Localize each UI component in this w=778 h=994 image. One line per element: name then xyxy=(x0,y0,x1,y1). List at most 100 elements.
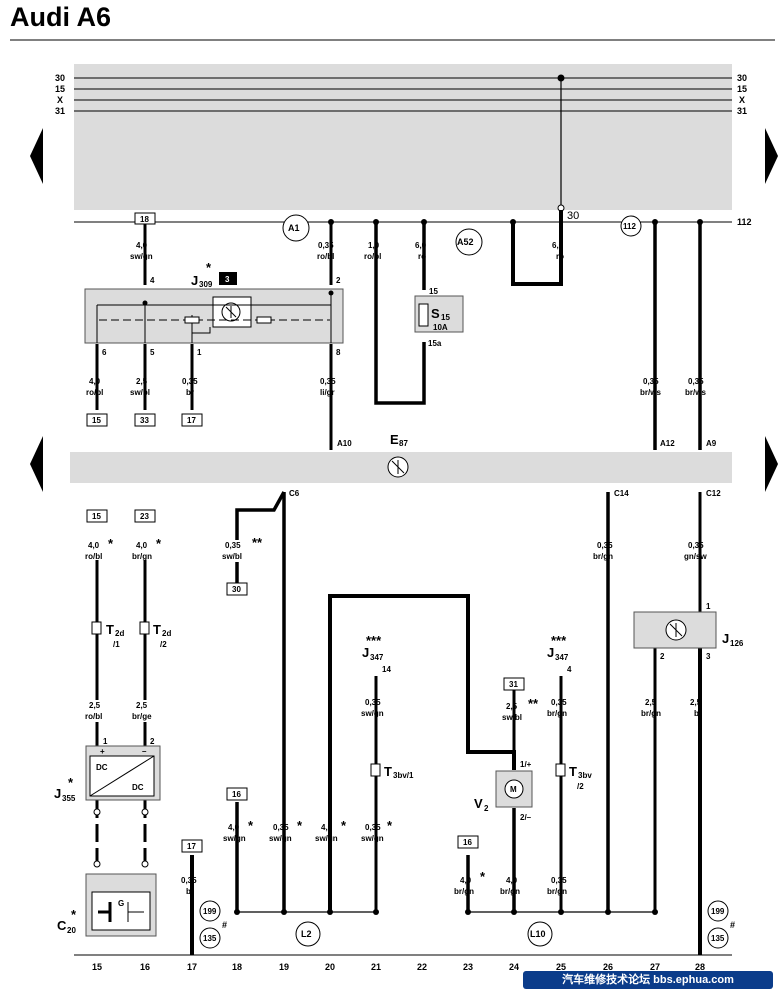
column-number: 25 xyxy=(556,962,566,972)
wire-color: li/gr xyxy=(320,388,335,397)
pin-number: 4 xyxy=(567,665,572,674)
column-number: 28 xyxy=(695,962,705,972)
ref-box xyxy=(86,413,108,427)
fuse-pin: 15a xyxy=(428,339,442,348)
wire-gauge: 0,35 xyxy=(320,377,336,386)
motor-m: M xyxy=(510,785,517,794)
connector-dot xyxy=(141,808,149,816)
wire-color: br/gn xyxy=(500,887,520,896)
relay-box xyxy=(219,272,237,285)
ref-box xyxy=(134,413,156,427)
circle-label: 135 xyxy=(203,934,217,943)
plus-sign: + xyxy=(100,747,105,756)
pin-number: 6 xyxy=(102,348,107,357)
wire-color: br xyxy=(186,887,194,896)
lower-dots xyxy=(234,909,658,915)
page-title: Audi A6 xyxy=(10,2,111,32)
relay-star: * xyxy=(206,260,212,275)
connector-label: C6 xyxy=(289,489,300,498)
connector-label: A10 xyxy=(337,439,352,448)
circle-135 xyxy=(707,927,729,949)
pin-number: 5 xyxy=(150,348,155,357)
wire-gauge: 6,0 xyxy=(552,241,564,250)
wire-gauge: 4,0 xyxy=(136,241,148,250)
wire-gauge: 0,35 xyxy=(365,823,381,832)
bus-label: X xyxy=(739,95,745,105)
wire-gauge: 4,0 xyxy=(321,823,333,832)
circle-135 xyxy=(199,927,221,949)
wire-gauge: 0,35 xyxy=(551,698,567,707)
pin-number: 1 xyxy=(197,348,202,357)
column-number: 27 xyxy=(650,962,660,972)
fuse-element xyxy=(418,303,429,327)
pin-number: 1/+ xyxy=(520,760,532,769)
connector-sub: 2d xyxy=(162,629,171,638)
arrow-left-icon[interactable] xyxy=(30,436,43,492)
wire-gauge: 4,0 xyxy=(88,541,100,550)
bus-label: 31 xyxy=(55,106,65,116)
wire-color: sw/gn xyxy=(269,834,292,843)
j347-sub: 347 xyxy=(555,653,569,662)
arrow-right-icon[interactable] xyxy=(765,128,778,184)
column-number: 18 xyxy=(232,962,242,972)
column-number: 16 xyxy=(140,962,150,972)
circle-l10 xyxy=(527,921,553,947)
ref-number: 23 xyxy=(140,512,149,521)
circle-label: L10 xyxy=(530,929,546,939)
wire-color: sw/gn xyxy=(223,834,246,843)
pin-number: 2 xyxy=(150,737,155,746)
fuse-name: S xyxy=(431,306,440,321)
ref-number: 17 xyxy=(187,842,196,851)
star-mark: * xyxy=(480,869,486,884)
wire-gauge: 2,5 xyxy=(690,698,702,707)
circle-label: A1 xyxy=(288,223,300,233)
relay-sub: 309 xyxy=(199,280,213,289)
column-number: 15 xyxy=(92,962,102,972)
star-mark: * xyxy=(68,775,74,790)
pin-number: 8 xyxy=(336,348,341,357)
bus-label: 30 xyxy=(737,73,747,83)
connector-dot xyxy=(93,808,101,816)
arrow-left-icon[interactable] xyxy=(30,128,43,184)
wire-color: br/ws xyxy=(640,388,661,397)
star-mark: * xyxy=(341,818,347,833)
label-112: 112 xyxy=(737,217,752,227)
wire-gauge: 0,35 xyxy=(597,541,613,550)
circle-199 xyxy=(199,900,221,922)
j355-name: J xyxy=(54,786,61,801)
arrow-right-icon[interactable] xyxy=(765,436,778,492)
upper-dots xyxy=(328,219,703,225)
wire-color: br/ge xyxy=(132,712,152,721)
wire-gauge: 1,0 xyxy=(368,241,380,250)
pin-number: 2 xyxy=(660,652,665,661)
j347-sub: 347 xyxy=(370,653,384,662)
star-mark: *** xyxy=(366,633,382,648)
connector-name: T xyxy=(106,622,114,637)
column-number: 19 xyxy=(279,962,289,972)
wire-color: br xyxy=(186,388,194,397)
bus-labels-left: 30 15 X 31 xyxy=(55,73,65,116)
circle-label: A52 xyxy=(457,237,474,247)
ref-number: 17 xyxy=(187,416,196,425)
e87-name: E xyxy=(390,432,399,447)
ref-number: 16 xyxy=(232,790,241,799)
wire-gauge: 4,0 xyxy=(228,823,240,832)
connector-sub: 3bv xyxy=(578,771,592,780)
circle-label: 135 xyxy=(711,934,725,943)
connector-pin: /2 xyxy=(160,640,167,649)
ref-box xyxy=(181,839,203,853)
ref-number: 18 xyxy=(140,215,149,224)
bus-label: 15 xyxy=(737,84,747,94)
circle-label: 199 xyxy=(203,907,217,916)
circle-a1 xyxy=(282,214,310,242)
wire-gauge: 0,35 xyxy=(181,876,197,885)
wire-gauge: 0,35 xyxy=(643,377,659,386)
column-number: 23 xyxy=(463,962,473,972)
circle-label: L2 xyxy=(301,929,312,939)
connector-icon xyxy=(555,763,566,777)
star-mark: * xyxy=(248,818,254,833)
bus-label: X xyxy=(57,95,63,105)
star-mark: * xyxy=(71,907,77,922)
pin-number: 2/– xyxy=(520,813,532,822)
